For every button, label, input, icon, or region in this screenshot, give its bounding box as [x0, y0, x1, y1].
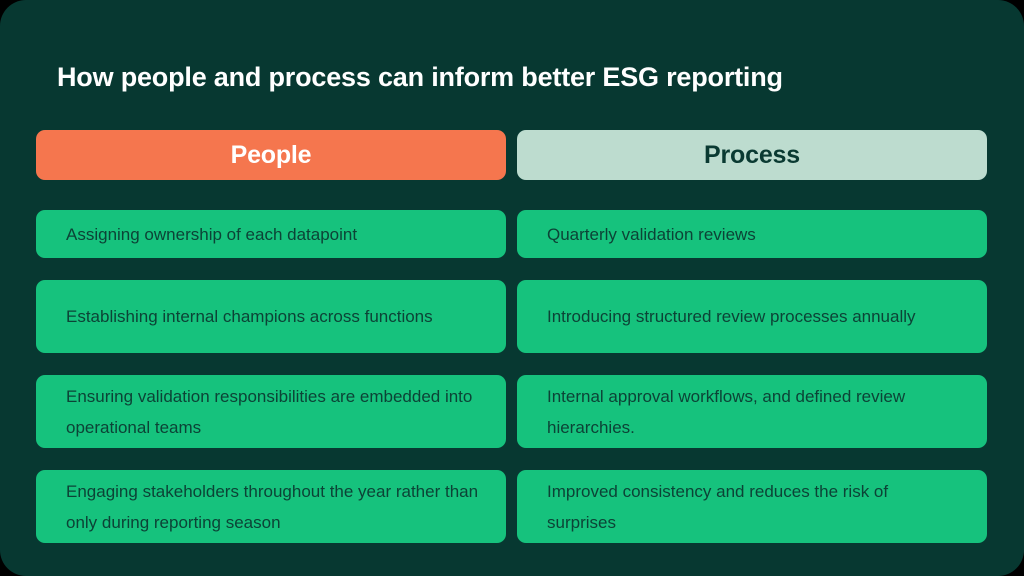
- process-column-header: Process: [517, 130, 987, 180]
- people-card-4: Engaging stakeholders throughout the yea…: [36, 470, 506, 543]
- people-card-2: Establishing internal champions across f…: [36, 280, 506, 353]
- process-card-1: Quarterly validation reviews: [517, 210, 987, 258]
- page-title: How people and process can inform better…: [57, 62, 783, 92]
- people-card-1: Assigning ownership of each datapoint: [36, 210, 506, 258]
- process-column: Process Quarterly validation reviews Int…: [517, 130, 987, 543]
- people-card-3: Ensuring validation responsibilities are…: [36, 375, 506, 448]
- process-card-4: Improved consistency and reduces the ris…: [517, 470, 987, 543]
- people-column: People Assigning ownership of each datap…: [36, 130, 506, 543]
- process-card-3: Internal approval workflows, and defined…: [517, 375, 987, 448]
- people-column-header: People: [36, 130, 506, 180]
- process-card-2: Introducing structured review processes …: [517, 280, 987, 353]
